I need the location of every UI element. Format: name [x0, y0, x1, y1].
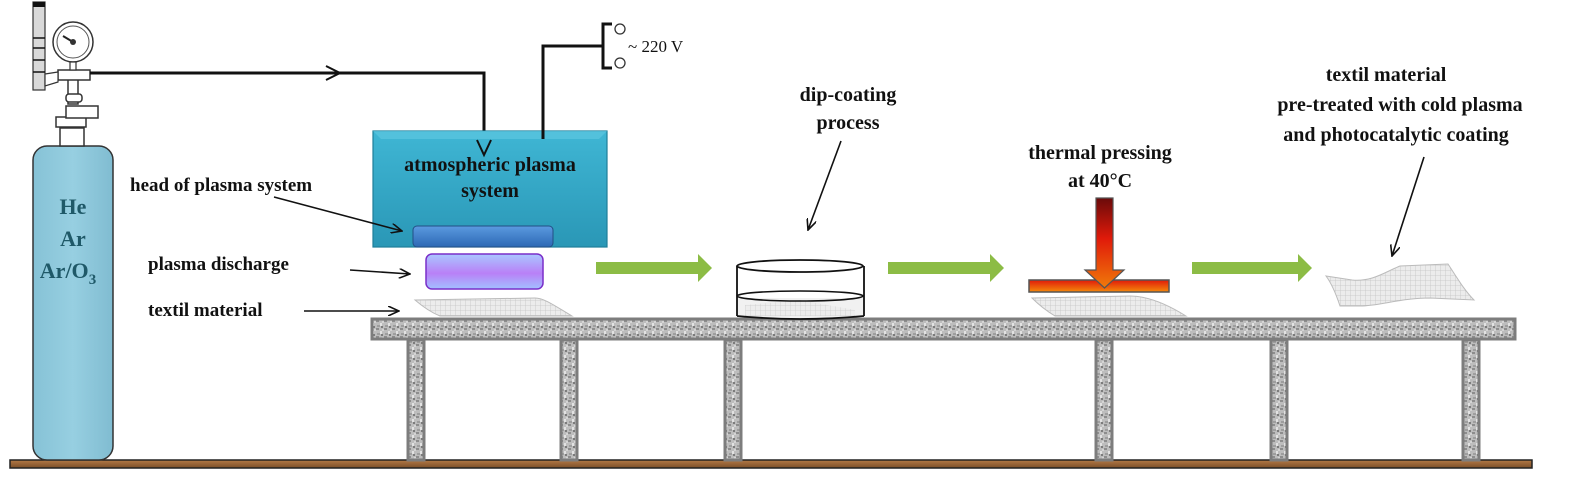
plasma-discharge: [425, 253, 544, 290]
dip-coating-label-line2: process: [817, 112, 880, 134]
gas-subscript: 3: [89, 272, 97, 288]
discharge-label: plasma discharge: [148, 254, 289, 275]
final-label-line3: and photocatalytic coating: [1283, 124, 1509, 146]
power-terminal-bracket: [601, 22, 612, 70]
gas-label-ar: Ar: [60, 226, 86, 251]
gas-label-he: He: [60, 194, 87, 219]
floor: [9, 459, 1533, 469]
dip-coating-dish: [736, 259, 865, 320]
table: [370, 317, 1517, 462]
plasma-head: [412, 225, 554, 248]
textile-sample-final: [1324, 263, 1476, 307]
head-pointer-arrow: [273, 196, 402, 231]
final-pointer-arrow: [1392, 156, 1425, 256]
textile-label: textil material: [148, 300, 262, 321]
power-terminal-top-icon: [614, 23, 626, 35]
voltage-label: ~ 220 V: [628, 37, 684, 56]
power-terminal-bottom-icon: [614, 57, 626, 69]
gas-cylinder: [32, 1, 114, 461]
flow-arrow-3-icon: [1192, 254, 1312, 282]
thermal-label-line1: thermal pressing: [1028, 142, 1172, 164]
gas-label-ar-o3: Ar/O3: [40, 258, 96, 288]
heat-press-arrow-icon: [1083, 197, 1126, 289]
gas-inlet-arrowhead-icon: [476, 139, 492, 158]
final-label-line1: textil material: [1326, 64, 1447, 86]
power-line: [541, 44, 603, 139]
gas-flow-arrowhead-icon: [325, 65, 343, 81]
textile-sample-plasma: [413, 297, 574, 317]
plasma-box-label-line1: atmospheric plasma: [404, 154, 576, 176]
head-label: head of plasma system: [130, 175, 312, 196]
dip-coating-label-line1: dip-coating: [800, 84, 897, 106]
dip-coating-pointer-arrow: [808, 140, 842, 230]
flow-arrow-2-icon: [888, 254, 1004, 282]
discharge-pointer-arrow: [349, 270, 410, 274]
thermal-label-line2: at 40°C: [1068, 170, 1132, 192]
final-label-line2: pre-treated with cold plasma: [1277, 94, 1522, 116]
plasma-box-label-line2: system: [461, 180, 519, 202]
flow-arrow-1-icon: [596, 254, 712, 282]
gas-label-ar-o: Ar/O: [40, 258, 89, 283]
textile-sample-press: [1030, 295, 1188, 317]
